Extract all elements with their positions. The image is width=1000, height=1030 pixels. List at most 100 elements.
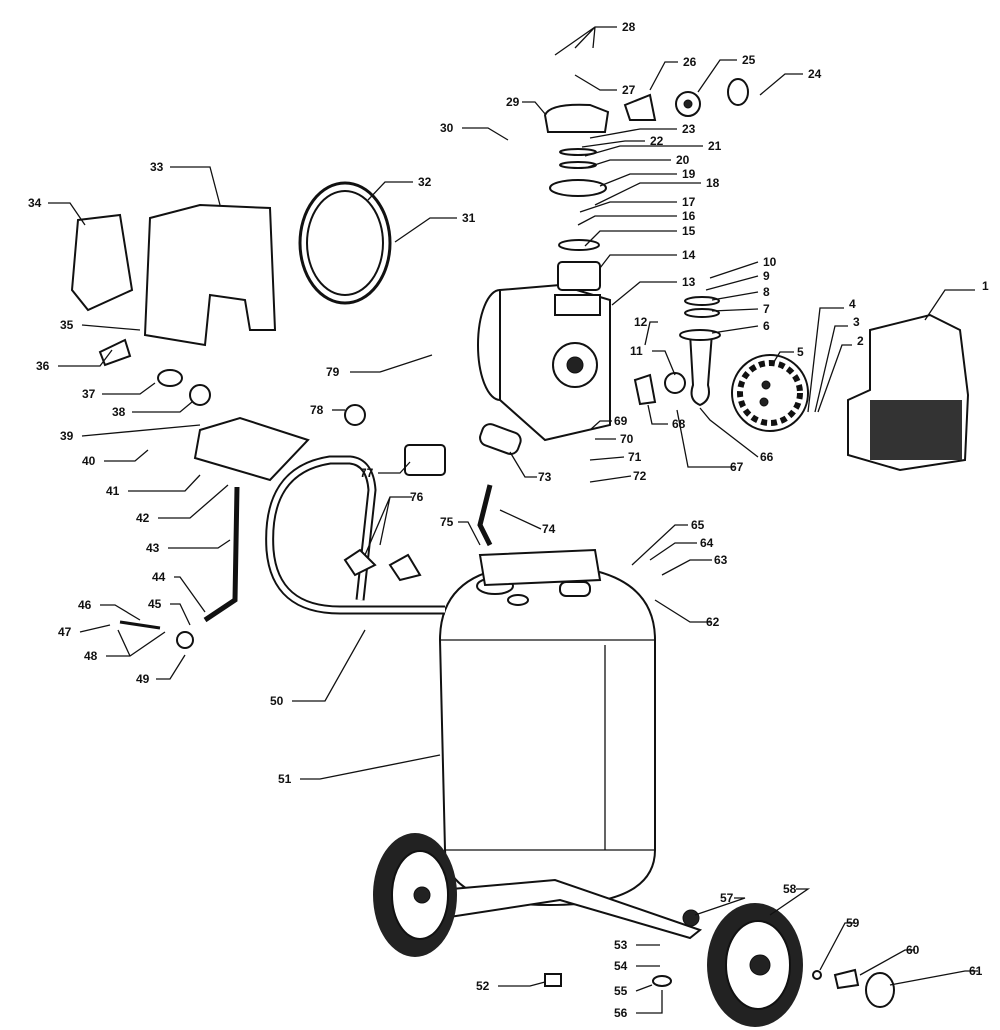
leader-line (174, 576, 206, 613)
leader-line (709, 261, 759, 279)
callout-44: 44 (152, 570, 166, 584)
leader-line (807, 307, 844, 413)
callout-16: 16 (682, 209, 696, 223)
leader-line (661, 559, 712, 576)
callout-15: 15 (682, 224, 696, 238)
leader-line (132, 401, 193, 413)
callout-46: 46 (78, 598, 92, 612)
leader-line (104, 449, 149, 462)
air-tank (438, 548, 656, 907)
leader-line (106, 629, 166, 657)
callout-57: 57 (720, 891, 734, 905)
callout-21: 21 (708, 139, 722, 153)
leader-line (889, 970, 978, 986)
callout-27: 27 (622, 83, 636, 97)
callout-39: 39 (60, 429, 74, 443)
callout-5: 5 (797, 345, 804, 359)
callout-41: 41 (106, 484, 120, 498)
callout-78: 78 (310, 403, 324, 417)
callout-55: 55 (614, 984, 628, 998)
callout-7: 7 (763, 302, 770, 316)
callout-75: 75 (440, 515, 454, 529)
handle (265, 455, 445, 615)
leader-line (611, 281, 677, 306)
callout-73: 73 (538, 470, 552, 484)
leader-line (584, 230, 677, 247)
callout-4: 4 (849, 297, 856, 311)
leader-line (635, 984, 653, 992)
callout-3: 3 (853, 315, 860, 329)
callout-65: 65 (691, 518, 705, 532)
leader-line (498, 981, 546, 987)
leader-line (81, 424, 201, 437)
leader-line (636, 990, 663, 1014)
callout-11: 11 (630, 344, 643, 358)
callout-23: 23 (682, 122, 696, 136)
callout-42: 42 (136, 511, 150, 525)
callout-13: 13 (682, 275, 696, 289)
callout-38: 38 (112, 405, 126, 419)
callout-10: 10 (763, 255, 777, 269)
callout-58: 58 (783, 882, 797, 896)
leader-line (364, 496, 412, 556)
callout-61: 61 (969, 964, 983, 978)
belt-guard-shroud (847, 313, 970, 472)
callout-29: 29 (506, 95, 520, 109)
leader-line (128, 474, 201, 492)
leader-line (699, 407, 759, 458)
leader-line (654, 599, 711, 623)
callout-53: 53 (614, 938, 628, 952)
callout-74: 74 (542, 522, 556, 536)
callout-8: 8 (763, 285, 770, 299)
leader-line (79, 624, 111, 633)
hose-coil (298, 181, 392, 305)
callout-76: 76 (410, 490, 424, 504)
leader-line (705, 275, 759, 291)
leader-line (769, 888, 811, 916)
callout-32: 32 (418, 175, 432, 189)
leader-line (58, 349, 113, 367)
callout-77: 77 (360, 466, 374, 480)
leader-line (48, 202, 86, 226)
callout-25: 25 (742, 53, 756, 67)
callout-14: 14 (682, 248, 696, 262)
leader-line (711, 291, 759, 301)
callout-31: 31 (462, 211, 476, 225)
callout-22: 22 (650, 134, 664, 148)
leader-line (694, 897, 746, 916)
leader-line (697, 59, 737, 93)
leader-line (581, 140, 645, 148)
leader-line (462, 127, 509, 141)
leader-line (577, 215, 677, 226)
callout-18: 18 (706, 176, 720, 190)
leader-line (859, 949, 915, 976)
leader-line (522, 101, 547, 116)
callout-63: 63 (714, 553, 728, 567)
leader-line (574, 74, 617, 91)
leader-line (589, 420, 612, 431)
leader-line (817, 344, 852, 413)
base-frame (428, 878, 703, 940)
leader-line (367, 181, 413, 201)
leader-line (378, 461, 411, 474)
callout-71: 71 (628, 450, 642, 464)
leader-line (644, 321, 658, 346)
leader-line (168, 539, 231, 549)
leader-line (170, 603, 191, 626)
leader-line (102, 382, 156, 395)
leader-line (589, 128, 677, 139)
leader-line (819, 922, 855, 971)
leader-line (509, 451, 537, 478)
motor-crankcase (477, 283, 611, 442)
leader-line (499, 509, 542, 530)
callout-36: 36 (36, 359, 50, 373)
connecting-rod (688, 332, 714, 407)
callout-66: 66 (760, 450, 774, 464)
leader-line (350, 354, 433, 373)
leader-line (458, 521, 481, 546)
callout-24: 24 (808, 67, 822, 81)
parts-drawing (70, 78, 970, 1027)
leader-line (599, 173, 677, 187)
